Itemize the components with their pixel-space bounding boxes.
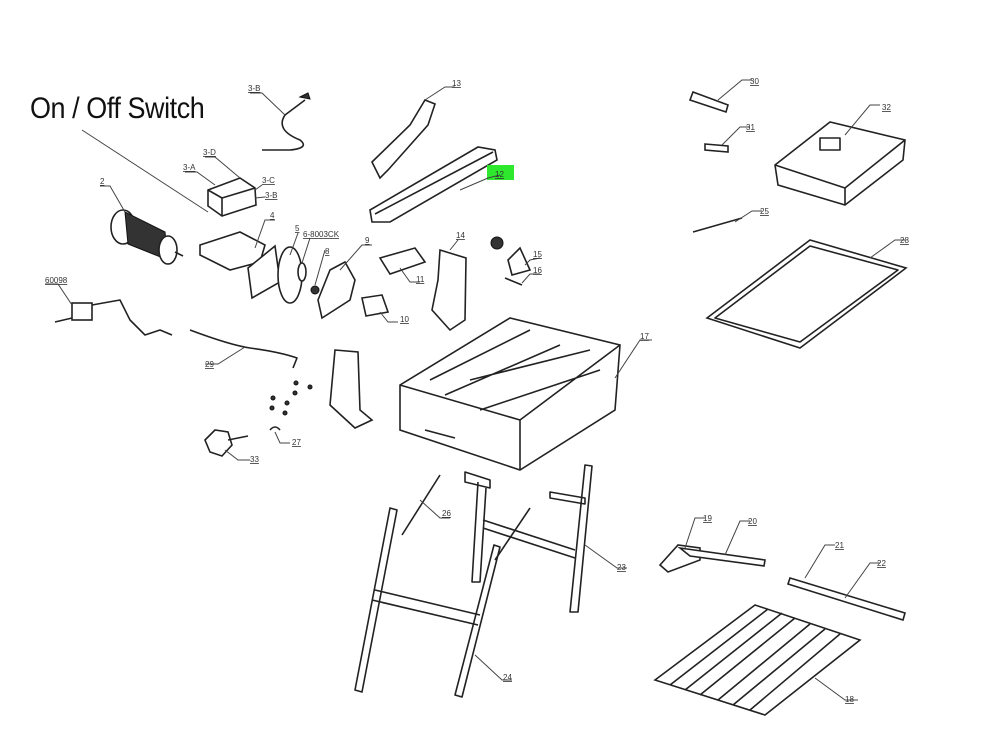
- part-labels: 3-B 3-D 3-A 3-C 3-B 2 4 5 6-8003CK 8 9 1…: [45, 77, 909, 704]
- table-slats: [653, 604, 862, 716]
- spring: [692, 217, 743, 233]
- label-hose: 29: [205, 360, 214, 369]
- label-plate-small: 10: [400, 315, 409, 324]
- stand-legs: [354, 464, 593, 698]
- guide-bracket: [329, 349, 374, 429]
- label-grid: 28: [900, 236, 909, 245]
- label-pump: 60098: [45, 276, 68, 285]
- label-cord: 3-B: [248, 84, 260, 93]
- motor: [110, 209, 184, 265]
- label-clip: 27: [292, 438, 301, 447]
- label-blade: 5: [295, 224, 300, 233]
- nut: [310, 285, 320, 295]
- locking-knob: [204, 429, 233, 457]
- label-pin: 30: [750, 77, 759, 86]
- cutting-guide: [658, 544, 766, 573]
- label-motor-plate: 4: [270, 211, 275, 220]
- grid-plate: [705, 239, 908, 349]
- label-clamp: 15: [533, 250, 542, 259]
- label-fence-b: 22: [877, 559, 886, 568]
- label-frame: 17: [640, 332, 649, 341]
- handle: [371, 99, 436, 180]
- label-switch-left: 3-A: [183, 163, 196, 172]
- flange: [297, 262, 307, 282]
- label-side-bracket: 14: [456, 231, 465, 240]
- label-switch-bottom: 3-B: [265, 191, 277, 200]
- hose: [189, 329, 298, 369]
- clamp-knob: [490, 236, 504, 250]
- screws: [269, 380, 313, 416]
- label-rail: 12: [495, 170, 504, 179]
- blade-guard: [317, 260, 356, 320]
- label-handle: 13: [452, 79, 461, 88]
- label-block: 11: [416, 275, 425, 284]
- side-bracket: [431, 248, 467, 332]
- label-nut: 8: [325, 247, 330, 256]
- label-guide-bar: 20: [748, 517, 757, 526]
- pin: [688, 90, 729, 114]
- label-fence-a: 21: [835, 541, 844, 550]
- label-motor: 2: [100, 177, 105, 186]
- clip: [269, 426, 281, 431]
- small-plate: [361, 294, 390, 317]
- clamp: [507, 246, 532, 276]
- label-switch-top: 3-D: [203, 148, 216, 157]
- label-clamp-pin: 16: [533, 266, 542, 275]
- small-pin: [704, 143, 729, 153]
- label-brace: 26: [442, 509, 451, 518]
- label-blade-guard: 9: [365, 236, 370, 245]
- label-tray: 32: [882, 103, 891, 112]
- clamp-pin: [504, 277, 523, 286]
- label-slats: 18: [845, 695, 854, 704]
- label-pin-small: 31: [746, 123, 755, 132]
- callout-leader-line: [81, 129, 209, 213]
- block: [378, 247, 427, 275]
- label-spring: 25: [760, 207, 769, 216]
- label-knob: 33: [250, 455, 259, 464]
- leader-lines: [45, 79, 905, 701]
- label-front-legs: 24: [503, 673, 512, 682]
- water-pump: [54, 299, 173, 336]
- power-cord: [262, 92, 311, 151]
- table-frame: [399, 317, 621, 471]
- water-tray: [774, 121, 906, 206]
- label-switch-right: 3-C: [262, 176, 275, 185]
- label-flange: 6-8003CK: [303, 230, 340, 239]
- label-rear-legs: 23: [617, 563, 626, 572]
- on-off-switch-callout: On / Off Switch: [30, 92, 205, 125]
- fence-bars: [786, 577, 906, 622]
- label-guide-head: 19: [703, 514, 712, 523]
- switch-box: [207, 177, 257, 217]
